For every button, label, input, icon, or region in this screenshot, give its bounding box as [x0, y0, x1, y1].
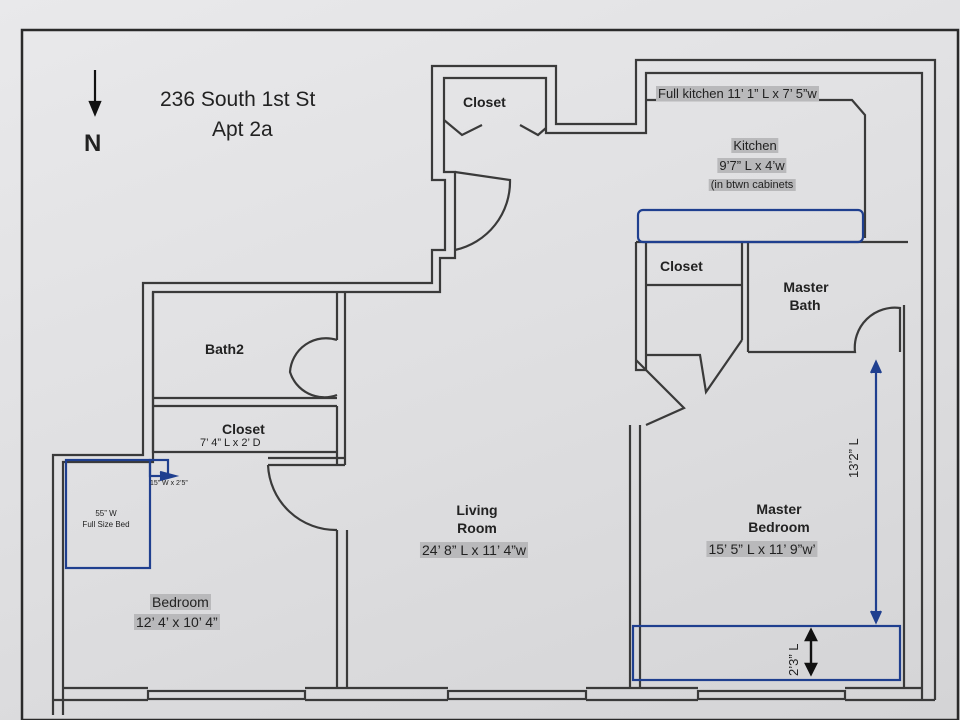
nightstand-outline	[148, 458, 170, 478]
master-bedroom-door	[635, 359, 686, 427]
closet-door-swing	[454, 170, 512, 252]
closet-bifold-doors	[443, 119, 547, 137]
bed-outline	[64, 458, 152, 570]
dim-13-2-arrow-top	[869, 359, 883, 374]
annotations	[64, 208, 902, 682]
dim-2-3	[804, 627, 818, 677]
master-bedroom-line2: Bedroom	[748, 519, 810, 535]
bedroom-living-wall	[335, 530, 349, 688]
bedroom-closet-label: Closet	[222, 421, 265, 437]
full-kitchen-label: Full kitchen 11’ 1” L x 7’ 5”w	[656, 86, 819, 101]
master-closet-door	[646, 339, 743, 395]
master-closet-label: Closet	[660, 258, 703, 274]
kitchen-cabinet-box	[636, 208, 865, 244]
bath2-label: Bath2	[205, 341, 244, 357]
master-bedroom-dims: 15’ 5” L x 11’ 9”w’	[706, 541, 818, 557]
bedroom-closet-dims: 7’ 4” L x 2’ D	[200, 437, 261, 449]
bed-type: Full Size Bed	[82, 520, 130, 529]
bath2-right-wall	[335, 292, 347, 465]
bedroom-dims: 12’ 4’ x 10’ 4”	[134, 614, 220, 630]
walls	[51, 58, 937, 715]
nightstand-label: 15” W x 2’5”	[150, 480, 188, 487]
bath2-left-wall	[151, 292, 337, 454]
north-label: N	[84, 130, 102, 157]
bedroom-name: Bedroom	[150, 594, 211, 610]
address-line1: 236 South 1st St	[160, 88, 316, 111]
address-line2: Apt 2a	[212, 118, 273, 141]
bedroom-door-swing	[266, 464, 338, 532]
living-line1: Living	[456, 502, 498, 518]
kitchen-name: Kitchen	[731, 138, 779, 153]
closet-top-label: Closet	[463, 94, 506, 110]
dim-2-3-label: 2’3” L	[786, 643, 801, 676]
bed-size: 55” W	[95, 509, 117, 518]
bath2-door-swing	[288, 337, 338, 399]
master-closet-wall	[634, 242, 648, 372]
master-bath-line1: Master	[783, 279, 829, 295]
master-bedroom-line1: Master	[756, 501, 802, 517]
kitchen-dims: 9’7” L x 4’w	[717, 158, 787, 173]
living-master-wall	[628, 425, 642, 688]
living-dims: 24’ 8” L x 11’ 4”w	[419, 542, 529, 558]
kitchen-note: (in btwn cabinets	[708, 179, 796, 191]
dim-13-2-arrow-bottom	[869, 610, 883, 625]
window-master	[696, 689, 847, 701]
bath2-bottom-wall	[153, 396, 337, 408]
outer-wall-outer	[51, 58, 937, 715]
north-arrow-icon	[88, 70, 102, 117]
living-line2: Room	[457, 520, 497, 536]
master-closet-inner	[646, 242, 750, 352]
master-bath-line2: Bath	[789, 297, 821, 313]
dim-13-2-label: 13’2” L	[846, 438, 861, 478]
nightstand-arrow	[159, 470, 180, 482]
page-frame	[20, 28, 960, 720]
window-living	[446, 689, 588, 701]
bedroom-closet-walls	[268, 406, 345, 467]
window-bedroom	[146, 689, 307, 701]
dresser-outline	[631, 624, 902, 682]
master-bath-door	[748, 306, 902, 354]
